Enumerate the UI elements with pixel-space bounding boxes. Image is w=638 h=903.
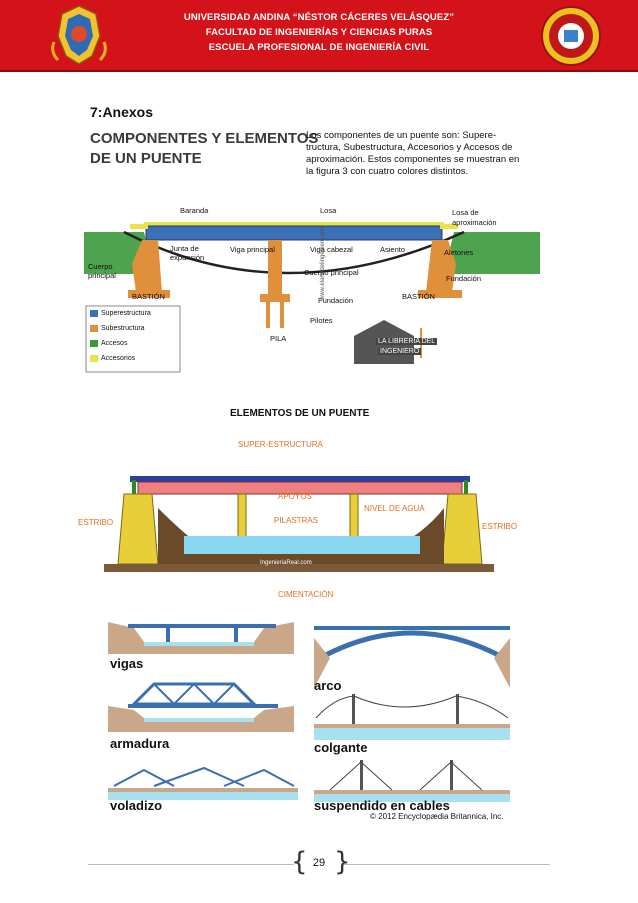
label-asiento: Asiento [380,245,406,254]
left-brace-icon: { [291,847,308,877]
fig1-title-line2: DE UN PUENTE [90,150,202,167]
label-baranda: Baranda [180,206,209,215]
legend-label: Accesos [101,339,128,347]
legend-label: Subestructura [101,324,145,332]
label-viga-principal: Viga principal [230,245,275,254]
header-university: UNIVERSIDAD ANDINA “NÉSTOR CÁCERES VELÁS… [183,12,455,23]
label-fundacion-center: Fundación [318,296,354,305]
legend-item: Accesos [90,338,178,348]
legend-swatch [90,339,98,347]
label-losa-aprox-1: Losa de [452,208,479,217]
legend-swatch [90,354,98,362]
label-viga-cabezal: Viga cabezal [310,245,353,254]
label-pila: PILA [270,334,287,343]
label-junta-2: expansión [170,253,205,262]
label-watermark: www.elartedelingeniero.com [320,224,326,300]
legend-item: Subestructura [90,323,178,333]
type-arco: arco [314,678,342,693]
type-voladizo: voladizo [110,798,163,813]
logo-text-1: LA LIBRERÍA DEL [376,338,438,345]
fig1-title-line1: COMPONENTES Y ELEMENTOS [90,130,319,147]
legend-swatch [90,324,98,332]
label-bastion-left: BASTIÓN [132,292,165,301]
fig1-desc-line4: la figura 3 con cuatro colores distintos… [306,166,469,177]
fig1-desc-line2: tructura, Subestructura, Accesorios y Ac… [306,142,513,153]
fig1-desc-line3: aproximación. Estos componentes se muest… [306,154,520,165]
fig2-apoyos: APOYOS [278,492,312,501]
fig1-desc-line1: Los componentes de un puente son: Supere… [306,130,497,141]
footer-line-right [344,864,550,865]
type-colgante: colgante [314,740,368,755]
label-cuerpo-principal-right: Cuerpo principal [304,268,359,277]
label-losa: Losa [320,206,337,215]
label-bastion-right: BASTIÓN [402,292,435,301]
fig2-pilastras: PILASTRAS [274,516,319,525]
legend-label: Superestructura [101,309,151,317]
label-cuerpo-1: Cuerpo [88,262,113,271]
fig2-watermark: IngenieriaReal.com [260,560,312,566]
label-fundacion-right: Fundación [446,274,482,283]
civil-engineering-logo-icon [541,6,601,66]
right-brace-icon: } [334,847,351,877]
bridge-types-figure: vigas arco armadura colgante voladizo su… [104,618,524,824]
legend-item: Accesorios [90,353,178,363]
label-cuerpo-2: principal [88,271,116,280]
fig2-nivel: NIVEL DE AGUA [364,504,425,513]
header-school: ESCUELA PROFESIONAL DE INGENIERÍA CIVIL [208,42,430,53]
section-title: 7:Anexos [90,104,154,120]
label-junta-1: Junta de [170,244,199,253]
fig2-super: SUPER-ESTRUCTURA [238,440,323,449]
copyright: © 2012 Encyclopædia Britannica, Inc. [370,812,504,821]
legend-swatch [90,309,98,317]
header-faculty: FACULTAD DE INGENIERÍAS Y CIENCIAS PURAS [205,27,433,38]
type-vigas: vigas [110,656,144,671]
bridge-components-figure: COMPONENTES Y ELEMENTOS DE UN PUENTE Los… [84,124,540,376]
logo-text-2: INGENIERO [378,348,422,355]
legend-item: Superestructura [90,308,178,318]
legend-label: Accesorios [101,354,136,362]
label-losa-aprox-2: aproximación [452,218,497,227]
fig2-title: ELEMENTOS DE UN PUENTE [230,408,370,419]
header-bar: UNIVERSIDAD ANDINA “NÉSTOR CÁCERES VELÁS… [0,0,638,72]
fig2-estribo-left: ESTRIBO [78,518,114,527]
page-number: 29 [312,857,326,869]
legend: Superestructura Subestructura Accesos Ac… [90,308,178,363]
fig2-estribo-right: ESTRIBO [482,522,518,531]
type-suspendido: suspendido en cables [314,798,450,813]
footer-line-left [88,864,294,865]
fig2-cimentacion: CIMENTACIÓN [278,590,334,599]
bridge-elements-figure: ELEMENTOS DE UN PUENTE SUPER-ESTRUCTURA … [74,404,524,600]
label-aletones: Aletones [444,248,474,257]
type-armadura: armadura [110,736,170,751]
university-crest-icon [51,5,107,65]
label-pilotes: Pilotes [310,316,333,325]
